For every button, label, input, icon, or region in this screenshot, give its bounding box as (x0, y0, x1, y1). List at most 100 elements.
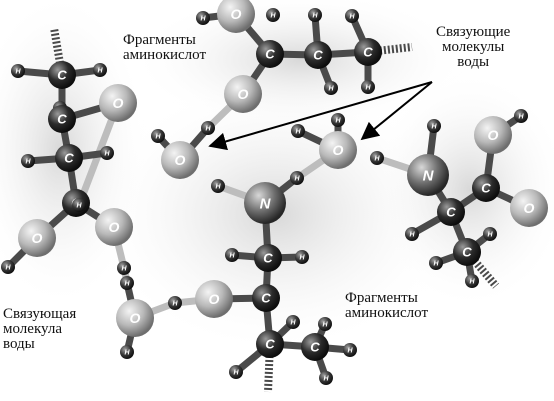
atom-symbol: H (215, 184, 221, 191)
atom-sphere (217, 0, 255, 33)
atom-sphere (514, 109, 528, 123)
atom-symbol: C (57, 68, 67, 83)
carbon-atom: C (256, 330, 284, 358)
atom-sphere (319, 131, 357, 169)
atom-symbol: H (233, 370, 239, 377)
hydrogen-atom: H (225, 248, 239, 262)
atom-sphere (244, 182, 286, 224)
hydrogen-atom: H (1, 260, 15, 274)
atom-sphere (195, 280, 233, 318)
label-bridging-water-single: Связующая молекула воды (3, 307, 76, 352)
atom-symbol: H (328, 86, 334, 93)
atom-symbol: C (446, 205, 456, 220)
atom-symbol: C (310, 340, 320, 355)
atom-sphere (48, 61, 76, 89)
atom-symbol: H (155, 134, 161, 141)
atom-sphere (343, 343, 357, 357)
oxygen-atom: O (116, 299, 154, 337)
atom-symbol: H (290, 320, 296, 327)
atom-sphere (291, 124, 305, 138)
oxygen-atom: O (510, 189, 548, 227)
carbon-atom: C (256, 40, 284, 68)
atom-symbol: H (409, 232, 415, 239)
hydrogen-atom: H (427, 119, 441, 133)
atom-symbol: O (130, 310, 141, 326)
atom-sphere (168, 296, 182, 310)
atom-sphere (472, 174, 500, 202)
atom-symbol: O (32, 230, 43, 246)
atom-symbol: O (209, 291, 220, 307)
atom-sphere (429, 256, 443, 270)
oxygen-atom: O (217, 0, 255, 33)
atom-symbol: H (76, 203, 82, 210)
atom-symbol: H (229, 253, 235, 260)
atom-sphere (11, 64, 25, 78)
atom-symbol: H (25, 159, 31, 166)
atom-sphere (286, 315, 300, 329)
carbon-atom: C (48, 105, 76, 133)
atom-symbol: C (363, 45, 373, 60)
atom-sphere (99, 84, 137, 122)
atom-symbol: N (423, 167, 435, 184)
label-line: молекулы (441, 39, 505, 55)
atom-symbol: C (265, 337, 275, 352)
atom-symbol: H (433, 261, 439, 268)
atom-sphere (354, 38, 382, 66)
annotation-arrow (208, 81, 433, 151)
carbon-atom: C (453, 238, 481, 266)
hydrogen-atom: H (201, 121, 215, 135)
hydrogen-atom: H (100, 146, 114, 160)
hydrogen-atom: H (151, 129, 165, 143)
atom-symbol: H (365, 85, 371, 92)
atom-symbol: O (175, 152, 186, 168)
atom-sphere (161, 141, 199, 179)
atom-symbol: H (323, 376, 329, 383)
atom-symbol: H (322, 322, 328, 329)
hydrogen-atom: H (361, 80, 375, 94)
atom-symbol: O (488, 127, 499, 143)
atom-symbol: O (109, 219, 120, 235)
atom-sphere (304, 41, 332, 69)
atom-sphere (100, 146, 114, 160)
carbon-atom: C (48, 61, 76, 89)
label-line: Фрагменты (123, 32, 196, 48)
background-shading (130, 0, 470, 130)
atom-symbol: O (238, 86, 249, 102)
atom-sphere (308, 8, 322, 22)
hydrogen-atom: H (331, 113, 345, 127)
hydrogen-atom: H (93, 63, 107, 77)
atom-sphere (361, 80, 375, 94)
atom-sphere (474, 116, 512, 154)
atom-symbol: H (200, 16, 206, 23)
atom-symbol: O (231, 6, 242, 22)
atom-sphere (72, 198, 86, 212)
atom-sphere (254, 244, 282, 272)
atom-symbol: H (15, 69, 21, 76)
hydrogen-atom: H (196, 11, 210, 25)
hydrogen-atom: H (514, 109, 528, 123)
atom-symbol: C (64, 151, 74, 166)
label-line: аминокислот (123, 47, 207, 63)
atom-symbol: H (294, 176, 300, 183)
atom-symbol: H (349, 14, 355, 21)
atom-sphere (201, 121, 215, 135)
carbon-atom: C (437, 198, 465, 226)
atom-sphere (55, 144, 83, 172)
atom-sphere (256, 330, 284, 358)
atom-sphere (1, 260, 15, 274)
atom-symbol: H (124, 350, 130, 357)
annotation-arrow (360, 81, 433, 141)
oxygen-atom: O (224, 75, 262, 113)
atom-symbol: C (263, 251, 273, 266)
atom-symbol: H (205, 126, 211, 133)
hydrogen-atom: H (405, 227, 419, 241)
atom-symbol: C (481, 181, 491, 196)
hydrogen-atom: H (308, 8, 322, 22)
atom-sphere (18, 219, 56, 257)
atom-symbol: H (295, 129, 301, 136)
hydrogen-atom: H (343, 343, 357, 357)
carbon-atom: C (301, 333, 329, 361)
atom-symbol: H (335, 118, 341, 125)
label-line: молекула (3, 321, 62, 337)
